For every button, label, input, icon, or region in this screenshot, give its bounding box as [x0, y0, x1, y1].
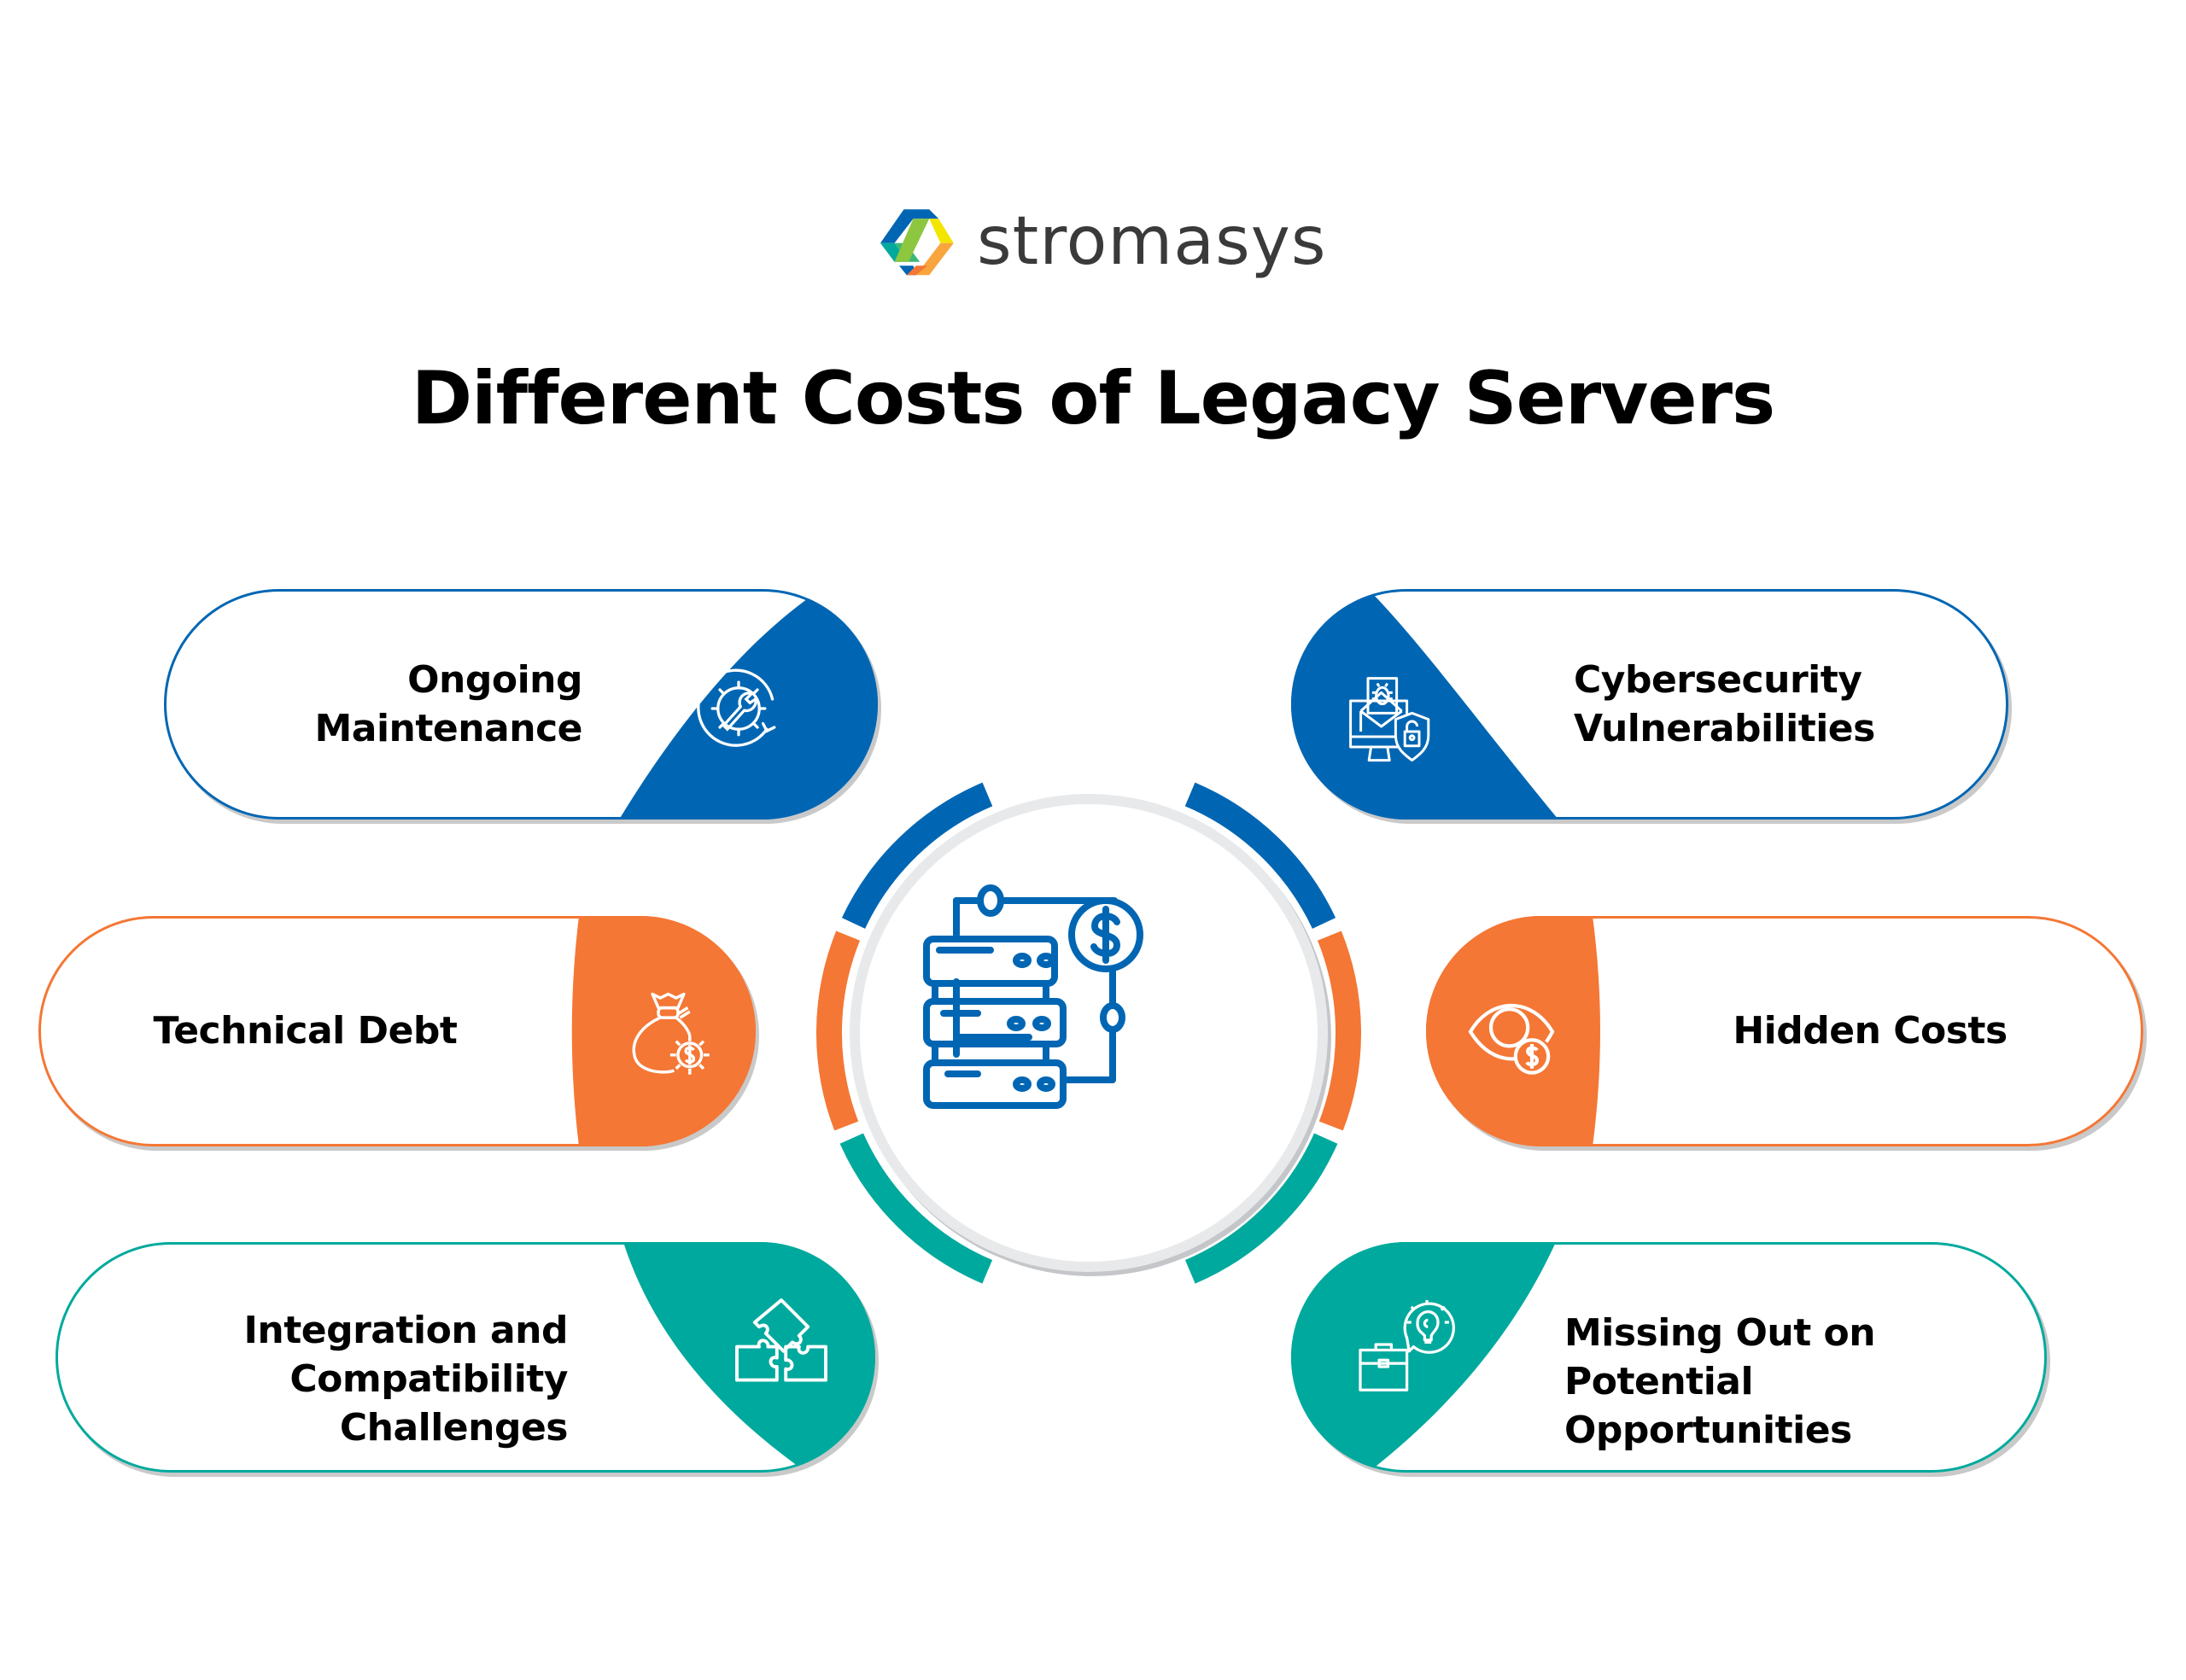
- puzzle-pieces-icon: [735, 1298, 827, 1382]
- card-missing-opportunities: Missing Out on Potential Opportunities: [1291, 1242, 2051, 1477]
- card-integration-compatibility: Integration and Compatibility Challenges: [56, 1242, 880, 1477]
- server-stack-dollar-icon: [923, 884, 1143, 1109]
- brand-name: stromasys: [977, 203, 1327, 280]
- center-arcs: [815, 782, 1362, 1284]
- card-background: [1291, 1242, 2050, 1477]
- card-background: [56, 1242, 879, 1477]
- center-circle: [860, 804, 1318, 1262]
- card-title: Hidden Costs: [1733, 1009, 2008, 1053]
- card-title: Ongoing Maintenance: [314, 658, 582, 750]
- card-hidden-costs: Hidden Costs: [1426, 916, 2148, 1151]
- card-cybersecurity-vulnerabilities: Cybersecurity Vulnerabilities: [1291, 589, 2013, 824]
- card-background: [1291, 589, 2012, 824]
- card-title: Integration and Compatibility Challenges: [243, 1309, 569, 1450]
- money-bag-gear-icon: [632, 992, 710, 1075]
- card-technical-debt: Technical Debt: [38, 916, 760, 1151]
- card-title: Technical Debt: [153, 1009, 458, 1053]
- card-title: Cybersecurity Vulnerabilities: [1574, 658, 1875, 750]
- card-background: [1426, 916, 2147, 1151]
- center-hub: [815, 782, 1362, 1284]
- card-background: [38, 916, 759, 1151]
- eye-dollar-icon: [1468, 1003, 1555, 1075]
- page-title: Different Costs of Legacy Servers: [411, 356, 1775, 441]
- gear-wrench-cycle-icon: [697, 668, 776, 747]
- card-background: [164, 589, 881, 824]
- card-title: Missing Out on Potential Opportunities: [1564, 1311, 1876, 1452]
- stromasys-logo-mark-icon: [880, 209, 954, 276]
- monitor-bug-shield-lock-icon: [1349, 677, 1430, 762]
- briefcase-lightbulb-icon: [1359, 1300, 1455, 1391]
- stromasys-logo: stromasys: [871, 198, 1332, 292]
- card-ongoing-maintenance: Ongoing Maintenance: [164, 589, 881, 824]
